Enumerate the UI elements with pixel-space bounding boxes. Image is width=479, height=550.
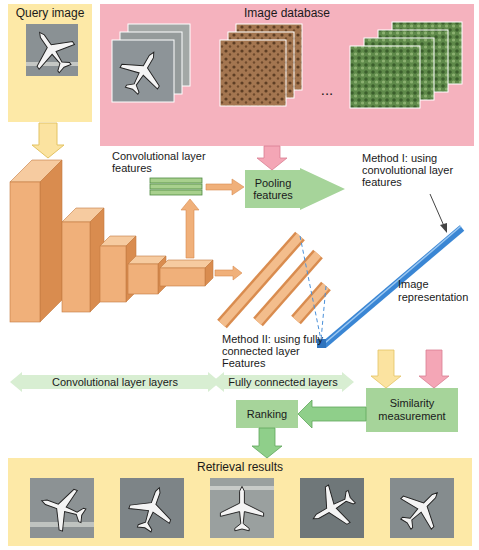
cnn-layer-block — [158, 256, 166, 294]
process-box: Similarity measurement — [366, 388, 458, 432]
photo-tile — [220, 40, 286, 106]
annotation-label: Convolutional layer features — [112, 150, 222, 174]
cnn-layer-block — [205, 260, 213, 286]
airplane-icon — [34, 480, 90, 536]
cnn-layer-block — [100, 246, 126, 302]
process-box: Ranking — [236, 400, 298, 428]
photo-tile — [120, 478, 184, 538]
photo-tile — [378, 30, 448, 92]
cnn-layer-block — [62, 208, 104, 222]
fc-layer-bar — [222, 236, 300, 324]
feature-map-stack — [150, 184, 202, 189]
cnn-layer-block — [128, 256, 166, 264]
runway-stripe — [26, 62, 78, 66]
double-arrow-band — [10, 372, 220, 392]
flow-arrow — [181, 199, 199, 258]
cnn-layer-block — [100, 236, 136, 246]
photo-tile — [112, 40, 174, 102]
flow-arrow — [419, 350, 449, 388]
cnn-layer-block — [10, 160, 62, 182]
input-arrow — [32, 123, 64, 158]
photo-tile — [30, 478, 94, 538]
fc-layer-bar — [222, 236, 300, 324]
node-label: Image database — [244, 7, 330, 20]
dashed-bracket — [300, 236, 321, 340]
flow-arrow — [206, 179, 244, 195]
fc-layer-bar — [258, 254, 318, 322]
photo-tile — [228, 32, 294, 98]
cnn-layer-block — [160, 260, 213, 268]
span-band: Fully connected layers — [212, 372, 354, 392]
flow-arrow — [257, 146, 287, 170]
process-box: Pooling features — [245, 170, 345, 208]
output-panel: Retrieval results — [8, 458, 472, 546]
node-label: Convolutional layer layers — [52, 376, 178, 388]
feature-map-stack — [150, 190, 202, 195]
photo-tile — [350, 46, 420, 108]
cnn-illustration — [10, 160, 213, 322]
airplane-icon — [302, 478, 362, 538]
database-panel: Image database — [100, 4, 474, 146]
flow-arrow — [371, 350, 401, 388]
photo-tile — [120, 32, 182, 94]
annotation-label: Method II: using fully connected layer F… — [222, 333, 334, 369]
node-label: Retrieval results — [197, 461, 283, 474]
feature-vector: Image representation — [316, 222, 472, 350]
photo-tile — [390, 478, 454, 538]
cnn-layer-block — [10, 182, 40, 322]
feature-map-stack — [150, 178, 202, 183]
pointer-arrow-head — [440, 223, 447, 233]
vector-bar — [324, 228, 462, 345]
airplane-icon — [220, 486, 263, 530]
node-outline — [316, 222, 472, 350]
photo-tile — [128, 24, 190, 86]
photo-tile — [236, 24, 302, 90]
photo-tile — [300, 478, 364, 538]
double-arrow-band — [212, 372, 354, 392]
flow-arrow — [215, 266, 242, 280]
airplane-icon — [22, 20, 83, 81]
photo-tile — [392, 22, 462, 84]
fc-layer-bar — [296, 286, 326, 320]
airplane-icon — [113, 41, 173, 101]
node-label: Pooling features — [245, 177, 301, 201]
input-panel: Query image — [8, 4, 92, 122]
cnn-layer-block — [62, 222, 90, 312]
node-label: Query image — [16, 7, 85, 20]
cnn-layer-block — [90, 208, 104, 312]
photo-tile — [26, 24, 78, 76]
cnn-layer-block — [40, 160, 62, 322]
vector-bar-highlight — [325, 226, 461, 343]
node-label: Image representation — [398, 278, 472, 304]
fc-layer-bar — [258, 254, 318, 322]
airplane-icon — [391, 477, 453, 539]
flow-arrow — [252, 428, 282, 458]
pointer-arrow — [430, 194, 444, 226]
dashed-bracket — [321, 286, 326, 340]
photo-tile — [364, 38, 434, 100]
runway-stripe — [30, 522, 94, 527]
cnn-layer-block — [126, 236, 136, 302]
node-label: Fully connected layers — [228, 376, 337, 388]
span-band: Convolutional layer layers — [10, 372, 220, 392]
photo-tile — [210, 478, 274, 538]
node-label: Similarity measurement — [368, 397, 456, 423]
fc-layer-bar — [296, 286, 326, 320]
cnn-layer-block — [128, 264, 158, 294]
runway-stripe — [210, 486, 274, 490]
airplane-icon — [124, 480, 180, 536]
cnn-layer-block — [160, 268, 205, 286]
node-label: Ranking — [247, 408, 287, 421]
annotation-label: Method I: using convolutional layer feat… — [362, 152, 470, 188]
flow-arrow — [298, 400, 366, 428]
annotation-label: ... — [310, 84, 344, 96]
process-shape — [245, 168, 345, 210]
